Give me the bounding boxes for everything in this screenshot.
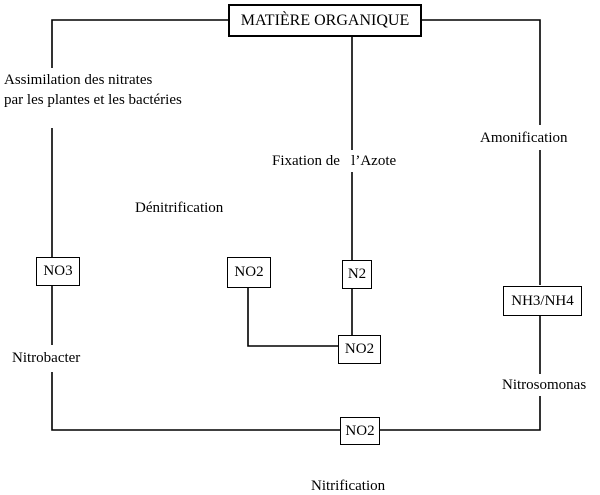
node-n2: N2 (342, 260, 372, 289)
node-no3: NO3 (36, 257, 80, 286)
label-assimilation: Assimilation des nitrates par les plante… (4, 70, 244, 110)
label-denitrification: Dénitrification (135, 200, 224, 216)
connector-nitrosomonas-to-bottom (380, 396, 541, 431)
connector-nitrobacter-to-bottom (51, 372, 340, 431)
label-assimilation-line2: par les plantes et les bactéries (4, 92, 182, 108)
label-amonification: Amonification (480, 130, 568, 146)
connector-organic-to-amonification (422, 19, 541, 125)
connector-organic-to-no3 (51, 19, 228, 68)
label-assimilation-line1: Assimilation des nitrates (4, 72, 153, 88)
connector-no2-left-to-no2-center (247, 288, 338, 347)
node-no2-center: NO2 (338, 335, 381, 364)
label-nitrosomonas: Nitrosomonas (502, 377, 587, 393)
label-nitrobacter: Nitrobacter (12, 350, 81, 366)
node-no2-left: NO2 (227, 257, 271, 288)
label-fixation: Fixation de l’Azote (272, 153, 397, 169)
node-no2-bottom: NO2 (340, 417, 380, 445)
node-organic-matter: MATIÈRE ORGANIQUE (228, 4, 422, 37)
node-nh3-nh4: NH3/NH4 (503, 286, 582, 316)
label-nitrification: Nitrification (311, 478, 386, 494)
